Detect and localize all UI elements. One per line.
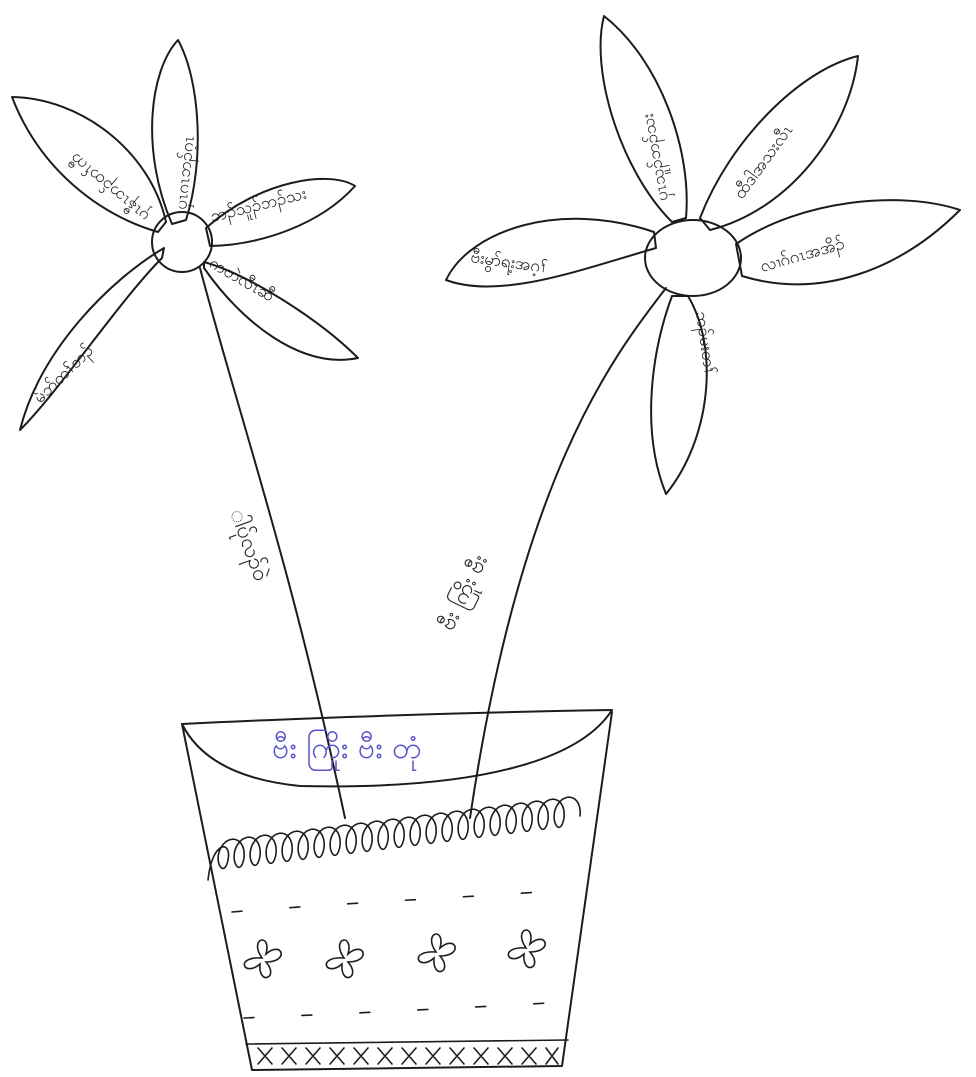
pot-flower-decoration-2 xyxy=(326,940,363,977)
pot-dash-row-lower xyxy=(244,1002,566,1018)
pot-flower-decoration-1 xyxy=(244,940,281,977)
right-flower-center xyxy=(645,220,741,296)
right-petal-label-upper-right: ထီဒါအသးလီၤ xyxy=(729,120,797,203)
pot-flower-decoration-4 xyxy=(508,930,545,967)
left-petal-label-lower-right: ကတဲလီၤဆီ xyxy=(206,253,278,307)
right-petal-label-right: လၢဂ်ဂၤအအိၣ် xyxy=(758,234,848,280)
right-flower-stem xyxy=(470,288,666,818)
flower-pot: ဗီး ကြိုး ဗီး တုံ xyxy=(182,710,612,1070)
left-flower: ပှၤဂၤဘၣ်ဂ့ၤ ပှၤနီၤဘၣ်တၢ်ကီ ဘၣ်သူၣ်ဘၣ်သး … xyxy=(12,40,358,818)
left-petal-label-right: ဘၣ်သူၣ်ဘၣ်သး xyxy=(208,184,309,230)
right-petal-label-lower: ဘၣ်မးတၢ် xyxy=(688,310,720,376)
pot-base-crosses xyxy=(258,1048,558,1064)
right-stem-label: ဗီး ကြိုး ဗီး xyxy=(433,550,496,636)
left-petal-label-top: ပှၤဂၤဘၣ်ဂ့ၤ xyxy=(171,134,202,211)
right-petal-label-top: ပှၤသူၣ်ဘၣ်သး xyxy=(638,111,676,202)
left-petal-label-upper-left: ပှၤနီၤဘၣ်တၢ်ကီ xyxy=(66,146,155,226)
right-petal-label-left: ဗီးမွာ်ရ့းအဂ့ၢ် xyxy=(469,247,549,281)
pot-dash-row-upper xyxy=(232,890,572,912)
left-stem-label: ါပ်ုလၣ်ဝဲ xyxy=(221,505,275,586)
pot-base-line xyxy=(246,1040,568,1044)
left-petal-label-lower-left: မ်ဘ်တၢ်ဘၣ် xyxy=(30,341,100,410)
right-flower: ပှၤသူၣ်ဘၣ်သး ထီဒါအသးလီၤ လၢဂ်ဂၤအအိၣ် ဘၣ်မ… xyxy=(433,16,960,818)
pot-loop-border xyxy=(208,797,580,880)
pot-title-label: ဗီး ကြိုး ဗီး တုံ xyxy=(272,729,421,772)
pot-flower-decoration-3 xyxy=(418,934,455,971)
